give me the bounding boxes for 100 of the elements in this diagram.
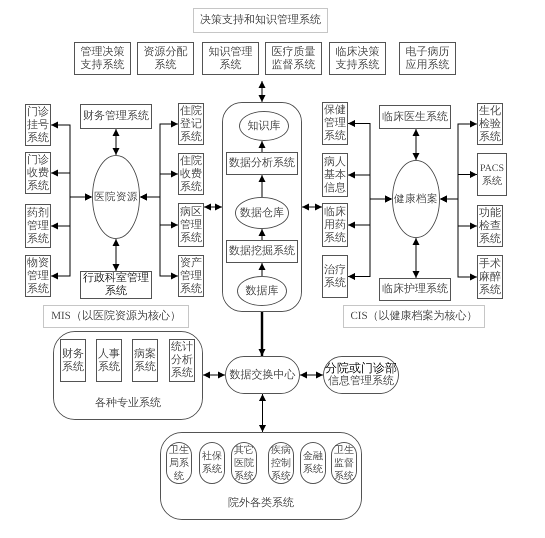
node-label: 各种专业系统 <box>95 397 161 410</box>
system-box <box>379 278 451 301</box>
node-label: 行政科室管理系统 <box>82 272 150 298</box>
node-label: 电子病历应用系统 <box>405 46 450 72</box>
node-label: 社保系统 <box>201 450 223 476</box>
caption-box <box>343 305 485 328</box>
node-label: 数据挖掘系统 <box>229 245 295 258</box>
caption-box <box>193 8 328 33</box>
system-box <box>226 240 298 263</box>
node-label: 保健管理系统 <box>323 104 347 143</box>
node-label: 住院登记系统 <box>179 104 203 144</box>
node-label: 金融系统 <box>302 450 324 476</box>
system-box <box>202 42 259 75</box>
double-arrow <box>50 194 92 280</box>
system-box <box>329 42 386 75</box>
double-arrow <box>112 128 120 156</box>
node-label: 疾病控制系统 <box>270 444 292 482</box>
node-label: 信息管理系统 <box>328 375 394 388</box>
system-box <box>265 42 322 75</box>
arrow <box>258 228 266 240</box>
node-label: 门诊收费系统 <box>26 154 50 192</box>
double-arrow <box>300 372 324 378</box>
node-label: 管理决策支持系统 <box>80 46 125 72</box>
rounded-panel <box>222 102 302 312</box>
node-label: 病人基本信息 <box>323 156 347 194</box>
node-label: 手术麻醉系统 <box>478 258 502 296</box>
node-label: 药剂管理系统 <box>26 206 50 246</box>
system-box <box>60 339 86 382</box>
system-box <box>74 42 131 75</box>
node-label: 生化检验系统 <box>478 104 502 144</box>
node-label: MIS（以医院资源为核心） <box>51 310 181 323</box>
node-label: 病案系统 <box>133 348 157 374</box>
ellipse-node <box>239 111 289 141</box>
node-label: 院外各类系统 <box>228 497 294 510</box>
double-arrow <box>140 194 178 280</box>
node-label: 病区管理系统 <box>179 206 203 244</box>
node-label: 门诊挂号系统 <box>26 106 50 144</box>
node-label: 临床用药系统 <box>323 206 347 244</box>
ellipse-node <box>92 155 140 239</box>
node-label: 住院收费系统 <box>179 154 203 194</box>
arrow <box>258 174 266 198</box>
node-label: 财务管理系统 <box>83 110 149 123</box>
node-label: 数据仓库 <box>240 206 284 220</box>
pill-box <box>199 442 225 484</box>
system-box <box>137 42 194 75</box>
double-arrow <box>202 372 226 378</box>
system-box <box>379 105 451 129</box>
node-label: 资源分配系统 <box>143 46 188 72</box>
node-label: 临床医生系统 <box>382 110 448 124</box>
node-label: 知识管理系统 <box>208 46 253 72</box>
node-label: PACS系统 <box>478 162 506 188</box>
pill-box <box>300 442 326 484</box>
system-box <box>322 255 348 298</box>
node-label: 治疗系统 <box>323 264 347 290</box>
node-label: 卫生局系统 <box>168 444 190 482</box>
ellipse-node <box>237 276 287 306</box>
group-container <box>160 432 362 520</box>
system-box <box>132 339 158 382</box>
ellipse-node <box>235 197 289 229</box>
node-label: 医院资源 <box>94 190 138 204</box>
node-label: 统计分析系统 <box>170 341 194 380</box>
double-arrow <box>259 394 266 432</box>
node-label: 临床护理系统 <box>382 283 448 296</box>
double-arrow <box>440 196 478 280</box>
rounded-box <box>225 356 300 394</box>
caption-box <box>43 305 189 328</box>
node-label: 决策支持和知识管理系统 <box>200 14 321 27</box>
node-label: 资产管理系统 <box>179 256 203 296</box>
system-box <box>80 104 152 129</box>
rounded-box <box>323 356 399 394</box>
system-box <box>226 152 298 175</box>
node-label: CIS（以健康档案为核心） <box>350 310 478 323</box>
node-label: 知识库 <box>248 120 280 132</box>
node-label: 人事系统 <box>97 348 121 374</box>
node-label: 功能检查系统 <box>478 206 502 246</box>
double-arrow <box>412 128 420 160</box>
node-label: 数据库 <box>246 284 278 298</box>
arrow <box>258 312 266 356</box>
double-arrow <box>412 238 420 278</box>
double-arrow <box>258 80 266 102</box>
node-label: 医疗质量监督系统 <box>271 46 316 72</box>
node-label: 分院或门诊部 <box>325 362 397 375</box>
node-label: 临床决策支持系统 <box>335 46 380 72</box>
node-label: 卫生监督系统 <box>333 444 355 482</box>
node-label: 健康档案 <box>394 192 438 206</box>
node-label: 物资管理系统 <box>26 256 50 296</box>
system-box <box>96 339 122 382</box>
ellipse-node <box>392 160 440 238</box>
double-arrow <box>348 196 392 280</box>
double-arrow <box>302 204 322 210</box>
double-arrow <box>112 238 120 272</box>
group-container <box>53 331 203 420</box>
node-label: 财务系统 <box>61 348 85 374</box>
node-label: 数据交换中心 <box>230 368 296 382</box>
arrow <box>258 262 266 276</box>
arrow <box>258 140 266 152</box>
double-arrow <box>204 204 222 210</box>
system-box <box>477 153 507 196</box>
system-box <box>399 42 456 75</box>
node-label: 其它医院系统 <box>233 444 255 482</box>
